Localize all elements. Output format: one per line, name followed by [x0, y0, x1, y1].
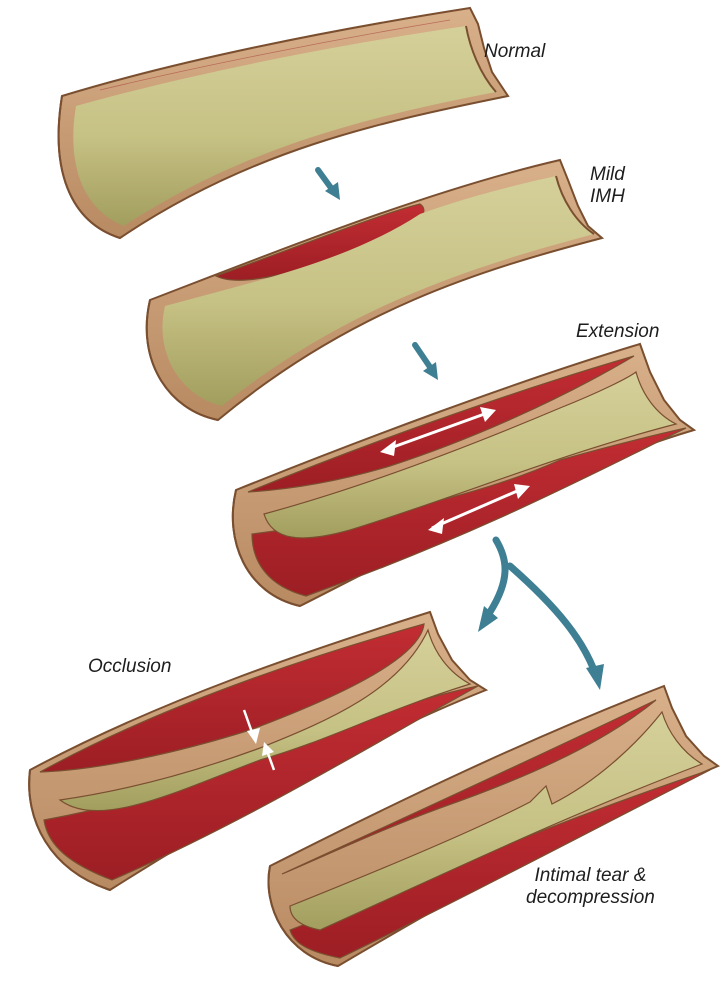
label-mild-line2: IMH [590, 186, 625, 208]
label-normal: Normal [484, 41, 545, 63]
transition-arrow-2 [415, 345, 438, 380]
label-tear-line2: decompression [526, 887, 655, 909]
vessel-extension [233, 344, 694, 606]
label-mild-line1: Mild [590, 164, 625, 186]
label-extension: Extension [576, 321, 659, 343]
transition-arrow-1 [318, 170, 340, 200]
label-occlusion: Occlusion [88, 656, 171, 678]
label-intimal-tear: Intimal tear & decompression [526, 865, 655, 909]
label-mild-imh: Mild IMH [590, 164, 625, 208]
branch-arrow-to-tear [510, 566, 604, 690]
branch-arrow-to-occlusion [478, 540, 505, 632]
label-tear-line1: Intimal tear & [526, 865, 655, 887]
